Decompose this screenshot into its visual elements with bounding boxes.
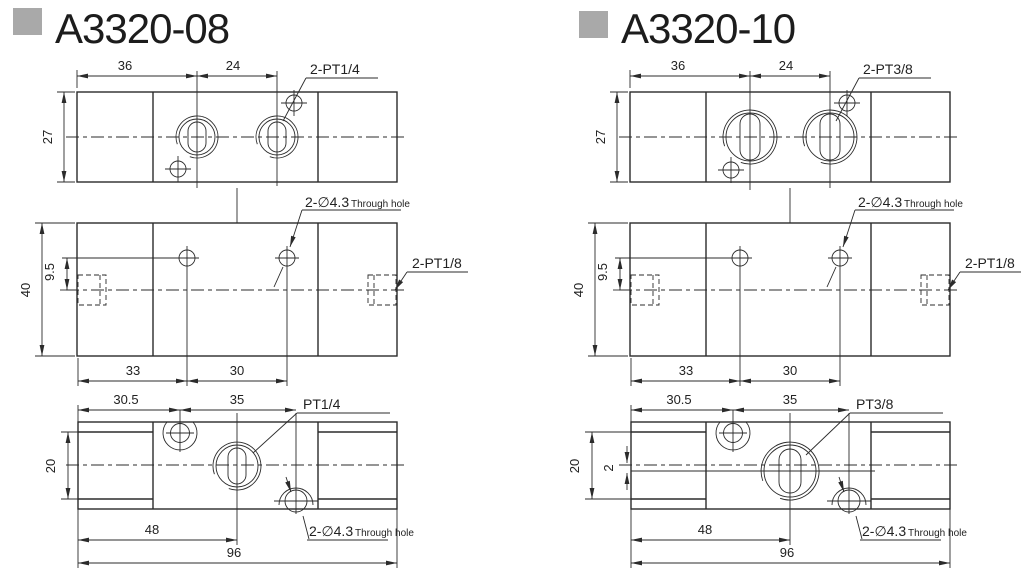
- dim-30-5: 30.5: [113, 392, 138, 407]
- through-hole: [275, 246, 299, 386]
- dim-30-5: 30.5: [666, 392, 691, 407]
- middle-view: 40 9.5 33 30 2-∅4.3 Through hole 2-PT1/8: [571, 188, 1021, 386]
- dimensions: 40 9.5 33 30: [571, 222, 840, 386]
- port-hole: [802, 109, 858, 165]
- hidden-side-port: [630, 274, 660, 306]
- bottom-view: 20 2 30.5 35 48 96 PT3/8 2-∅4.3 Through …: [567, 392, 967, 568]
- extension-lines: [57, 70, 278, 188]
- port-hole: [255, 115, 299, 159]
- port-hole: [722, 109, 778, 165]
- side-port-callout: 2-PT1/8: [394, 255, 468, 291]
- title-square: [13, 8, 42, 35]
- dim-20: 20: [567, 459, 582, 473]
- through-hole: [828, 246, 852, 386]
- extension-lines: [610, 70, 831, 190]
- body-outline: [630, 421, 951, 510]
- middle-view: 40 9.5 33 30 2-∅4.3 Through hole 2-PT1/8: [18, 188, 468, 386]
- port-size-label: PT1/4: [303, 396, 341, 412]
- hidden-side-port: [77, 274, 107, 306]
- mounting-notch: [162, 410, 198, 452]
- through-hole-suffix: Through hole: [355, 528, 414, 539]
- through-hole-label: 2-∅4.3: [305, 194, 349, 210]
- body-outline: [77, 421, 398, 510]
- port-callout: PT3/8: [805, 396, 943, 456]
- title-square: [579, 11, 608, 38]
- port-size-label: 2-PT3/8: [863, 61, 913, 77]
- dimensions: 40 9.5 33 30: [18, 222, 287, 386]
- dim-35: 35: [783, 392, 797, 407]
- through-hole: [62, 246, 199, 386]
- through-hole-suffix: Through hole: [908, 528, 967, 539]
- through-hole-label: 2-∅4.3: [858, 194, 902, 210]
- dim-33: 33: [679, 363, 693, 378]
- panel-title: A3320-10: [621, 5, 795, 52]
- dim-9-5: 9.5: [42, 263, 57, 281]
- bottom-view: 20 30.5 35 48 96 PT1/4 2-∅4.3 Through ho…: [43, 392, 414, 568]
- dim-24: 24: [226, 58, 240, 73]
- dim-36: 36: [118, 58, 132, 73]
- dim-35: 35: [230, 392, 244, 407]
- through-hole: [615, 246, 752, 386]
- port-size-label: 2-PT1/4: [310, 61, 360, 77]
- dimensions: 20 2 30.5 35 48 96: [567, 392, 951, 568]
- pilot-hole: [834, 90, 860, 116]
- side-port-label: 2-PT1/8: [965, 255, 1015, 271]
- dim-2: 2: [601, 464, 616, 471]
- through-hole-callout: 2-∅4.3 Through hole: [838, 476, 967, 541]
- dim-40: 40: [571, 283, 586, 297]
- dim-33: 33: [126, 363, 140, 378]
- through-hole-callout: 2-∅4.3 Through hole: [826, 194, 963, 288]
- dim-27: 27: [593, 130, 608, 144]
- dimensions: 27 36 24: [593, 58, 830, 182]
- port-hole: [175, 115, 219, 159]
- through-hole-label: 2-∅4.3: [309, 523, 353, 539]
- dim-96: 96: [227, 545, 241, 560]
- hidden-side-port: [920, 274, 950, 306]
- pilot-hole: [165, 156, 191, 182]
- dim-48: 48: [145, 522, 159, 537]
- through-hole-callout: 2-∅4.3 Through hole: [273, 194, 410, 288]
- dimensions: 20 30.5 35 48 96: [43, 392, 398, 568]
- port-callout: PT1/4: [252, 396, 390, 454]
- panel-title: A3320-08: [55, 5, 229, 52]
- port-size-label: PT3/8: [856, 396, 894, 412]
- dim-40: 40: [18, 283, 33, 297]
- mounting-notch: [715, 410, 751, 452]
- pilot-hole: [718, 157, 744, 183]
- dim-96: 96: [780, 545, 794, 560]
- port-hole: [212, 441, 262, 491]
- dim-27: 27: [40, 130, 55, 144]
- side-port-callout: 2-PT1/8: [947, 255, 1021, 291]
- body-outline: [76, 222, 398, 357]
- side-port-label: 2-PT1/8: [412, 255, 462, 271]
- dim-30: 30: [783, 363, 797, 378]
- dim-24: 24: [779, 58, 793, 73]
- counterbore-hole: [827, 413, 871, 514]
- port-callout: 2-PT3/8: [835, 61, 931, 122]
- top-view: 27 36 24 2-PT3/8: [593, 58, 960, 190]
- dim-48: 48: [698, 522, 712, 537]
- panel-a3320-08: A3320-08: [13, 5, 468, 568]
- port-callout: 2-PT1/4: [282, 61, 378, 122]
- through-hole-callout: 2-∅4.3 Through hole: [285, 476, 414, 541]
- top-view: 27 36 24 2-PT1/4: [40, 58, 407, 188]
- panel-a3320-10: 27 36 24 2-PT3/8: [567, 58, 1021, 568]
- dim-9-5: 9.5: [595, 263, 610, 281]
- dimensions: 27 36 24: [40, 58, 277, 182]
- pilot-hole: [281, 90, 307, 116]
- through-hole-suffix: Through hole: [351, 199, 410, 210]
- dim-30: 30: [230, 363, 244, 378]
- hidden-side-port: [367, 274, 397, 306]
- through-hole-suffix: Through hole: [904, 199, 963, 210]
- through-hole-label: 2-∅4.3: [862, 523, 906, 539]
- counterbore-hole: [274, 413, 318, 514]
- dim-36: 36: [671, 58, 685, 73]
- body-outline: [629, 222, 951, 357]
- dim-20: 20: [43, 459, 58, 473]
